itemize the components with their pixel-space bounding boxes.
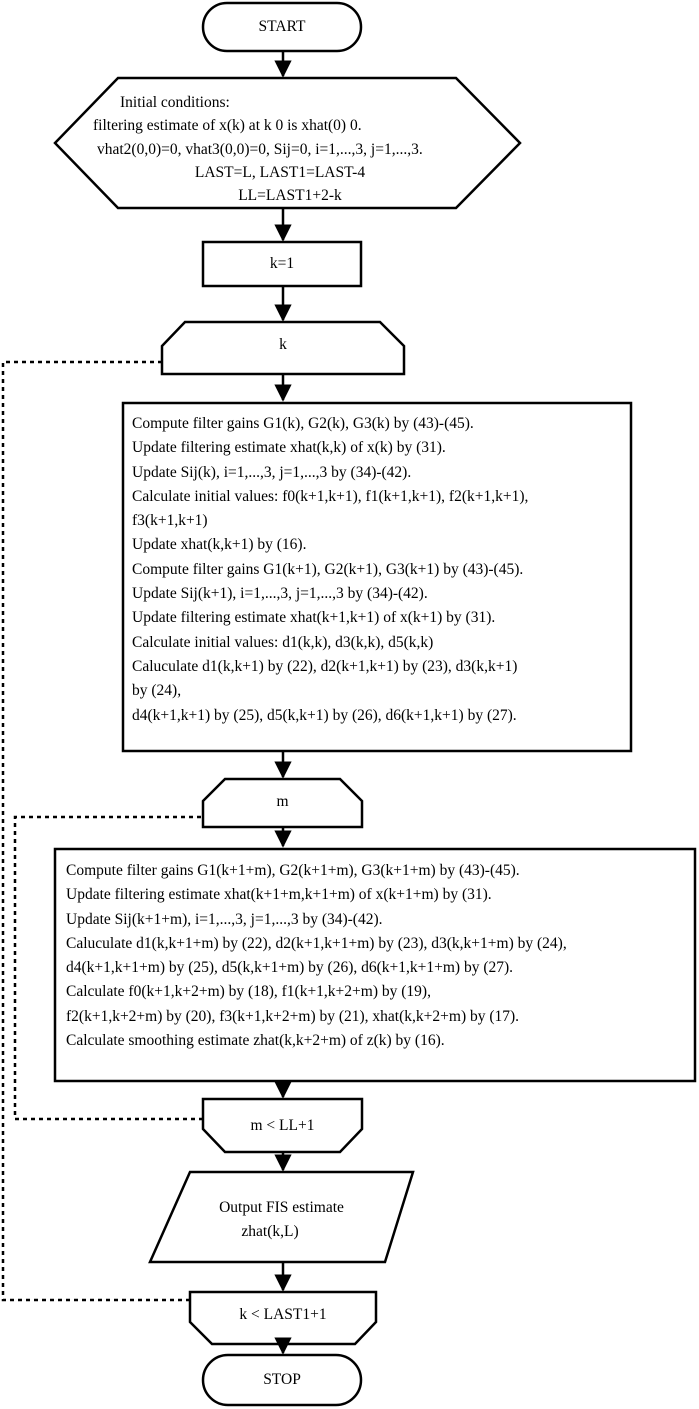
loop-k-dashed-return bbox=[1, 360, 190, 1302]
block1-line: by (24), bbox=[132, 682, 182, 700]
block1-line: Calculate initial values: d1(k,k), d3(k,… bbox=[132, 633, 434, 651]
initial-line-4: LAST=L, LAST1=LAST-4 bbox=[194, 164, 366, 181]
start-label: START bbox=[258, 18, 306, 35]
block2-line: Update Sij(k+1+m), i=1,...,3, j=1,...,3 … bbox=[66, 910, 383, 928]
loop-k-end-label: k < LAST1+1 bbox=[239, 1306, 327, 1323]
block1-line: Update Sij(k), i=1,...,3, j=1,...,3 by (… bbox=[132, 463, 412, 481]
loop-k-label: k bbox=[279, 336, 287, 353]
k-init-label: k=1 bbox=[269, 255, 295, 272]
loop-m-dashed-return bbox=[13, 815, 203, 1121]
block2-line: Calculate smoothing estimate zhat(k,k+2+… bbox=[66, 1032, 445, 1050]
loop-m-start bbox=[201, 777, 364, 829]
block2-line: Update filtering estimate xhat(k+1+m,k+1… bbox=[66, 886, 492, 904]
block1-line: Calculate initial values: f0(k+1,k+1), f… bbox=[132, 487, 529, 505]
block1-line: Update xhat(k,k+1) by (16). bbox=[132, 536, 307, 554]
output-line-2: zhat(k,L) bbox=[241, 1223, 299, 1240]
output-parallelogram bbox=[148, 1170, 415, 1264]
block1-line: Update filtering estimate xhat(k+1,k+1) … bbox=[132, 609, 496, 627]
block1-text: Compute filter gains G1(k), G2(k), G3(k)… bbox=[132, 412, 528, 728]
k-init-box bbox=[201, 240, 363, 288]
block1-line: Update filtering estimate xhat(k,k) of x… bbox=[132, 439, 446, 457]
block2-box bbox=[53, 847, 697, 1083]
loop-m-label: m bbox=[276, 793, 289, 810]
initial-line-2: filtering estimate of x(k) at k 0 is xha… bbox=[93, 117, 362, 134]
block2-line: d4(k+1,k+1+m) by (25), d5(k,k+1+m) by (2… bbox=[66, 959, 514, 977]
loop-m-end bbox=[201, 1097, 364, 1154]
block1-line: Compute filter gains G1(k), G2(k), G3(k)… bbox=[132, 415, 474, 432]
stop-terminator bbox=[201, 1353, 363, 1407]
loop-k-start bbox=[160, 320, 406, 376]
block2-line: Calculate f0(k+1,k+2+m) by (18), f1(k+1,… bbox=[66, 983, 431, 1001]
block1-line: Update Sij(k+1), i=1,...,3, j=1,...,3 by… bbox=[132, 585, 428, 603]
block1-line: d4(k+1,k+1) by (25), d5(k,k+1) by (26), … bbox=[132, 706, 517, 724]
block2-text: Compute filter gains G1(k+1+m), G2(k+1+m… bbox=[66, 859, 567, 1053]
block1-box bbox=[121, 401, 633, 753]
block2-line: Compute filter gains G1(k+1+m), G2(k+1+m… bbox=[66, 862, 520, 879]
initial-conditions-hexagon bbox=[53, 76, 522, 210]
stop-label: STOP bbox=[263, 1371, 301, 1388]
loop-m-end-label: m < LL+1 bbox=[250, 1117, 315, 1134]
initial-line-3: vhat2(0,0)=0, vhat3(0,0)=0, Sij=0, i=1,.… bbox=[97, 141, 423, 158]
loop-k-end bbox=[188, 1290, 378, 1346]
block1-line: Caluculate d1(k,k+1) by (22), d2(k+1,k+1… bbox=[132, 657, 518, 675]
block2-line: f2(k+1,k+2+m) by (20), f3(k+1,k+2+m) by … bbox=[66, 1007, 520, 1025]
initial-line-1: Initial conditions: bbox=[120, 94, 230, 111]
initial-line-5: LL=LAST1+2-k bbox=[238, 187, 342, 204]
block2-line: Caluculate d1(k,k+1+m) by (22), d2(k+1,k… bbox=[66, 934, 567, 952]
block1-line: f3(k+1,k+1) bbox=[132, 512, 208, 530]
block1-line: Compute filter gains G1(k+1), G2(k+1), G… bbox=[132, 560, 524, 578]
output-line-1: Output FIS estimate bbox=[219, 1199, 344, 1216]
